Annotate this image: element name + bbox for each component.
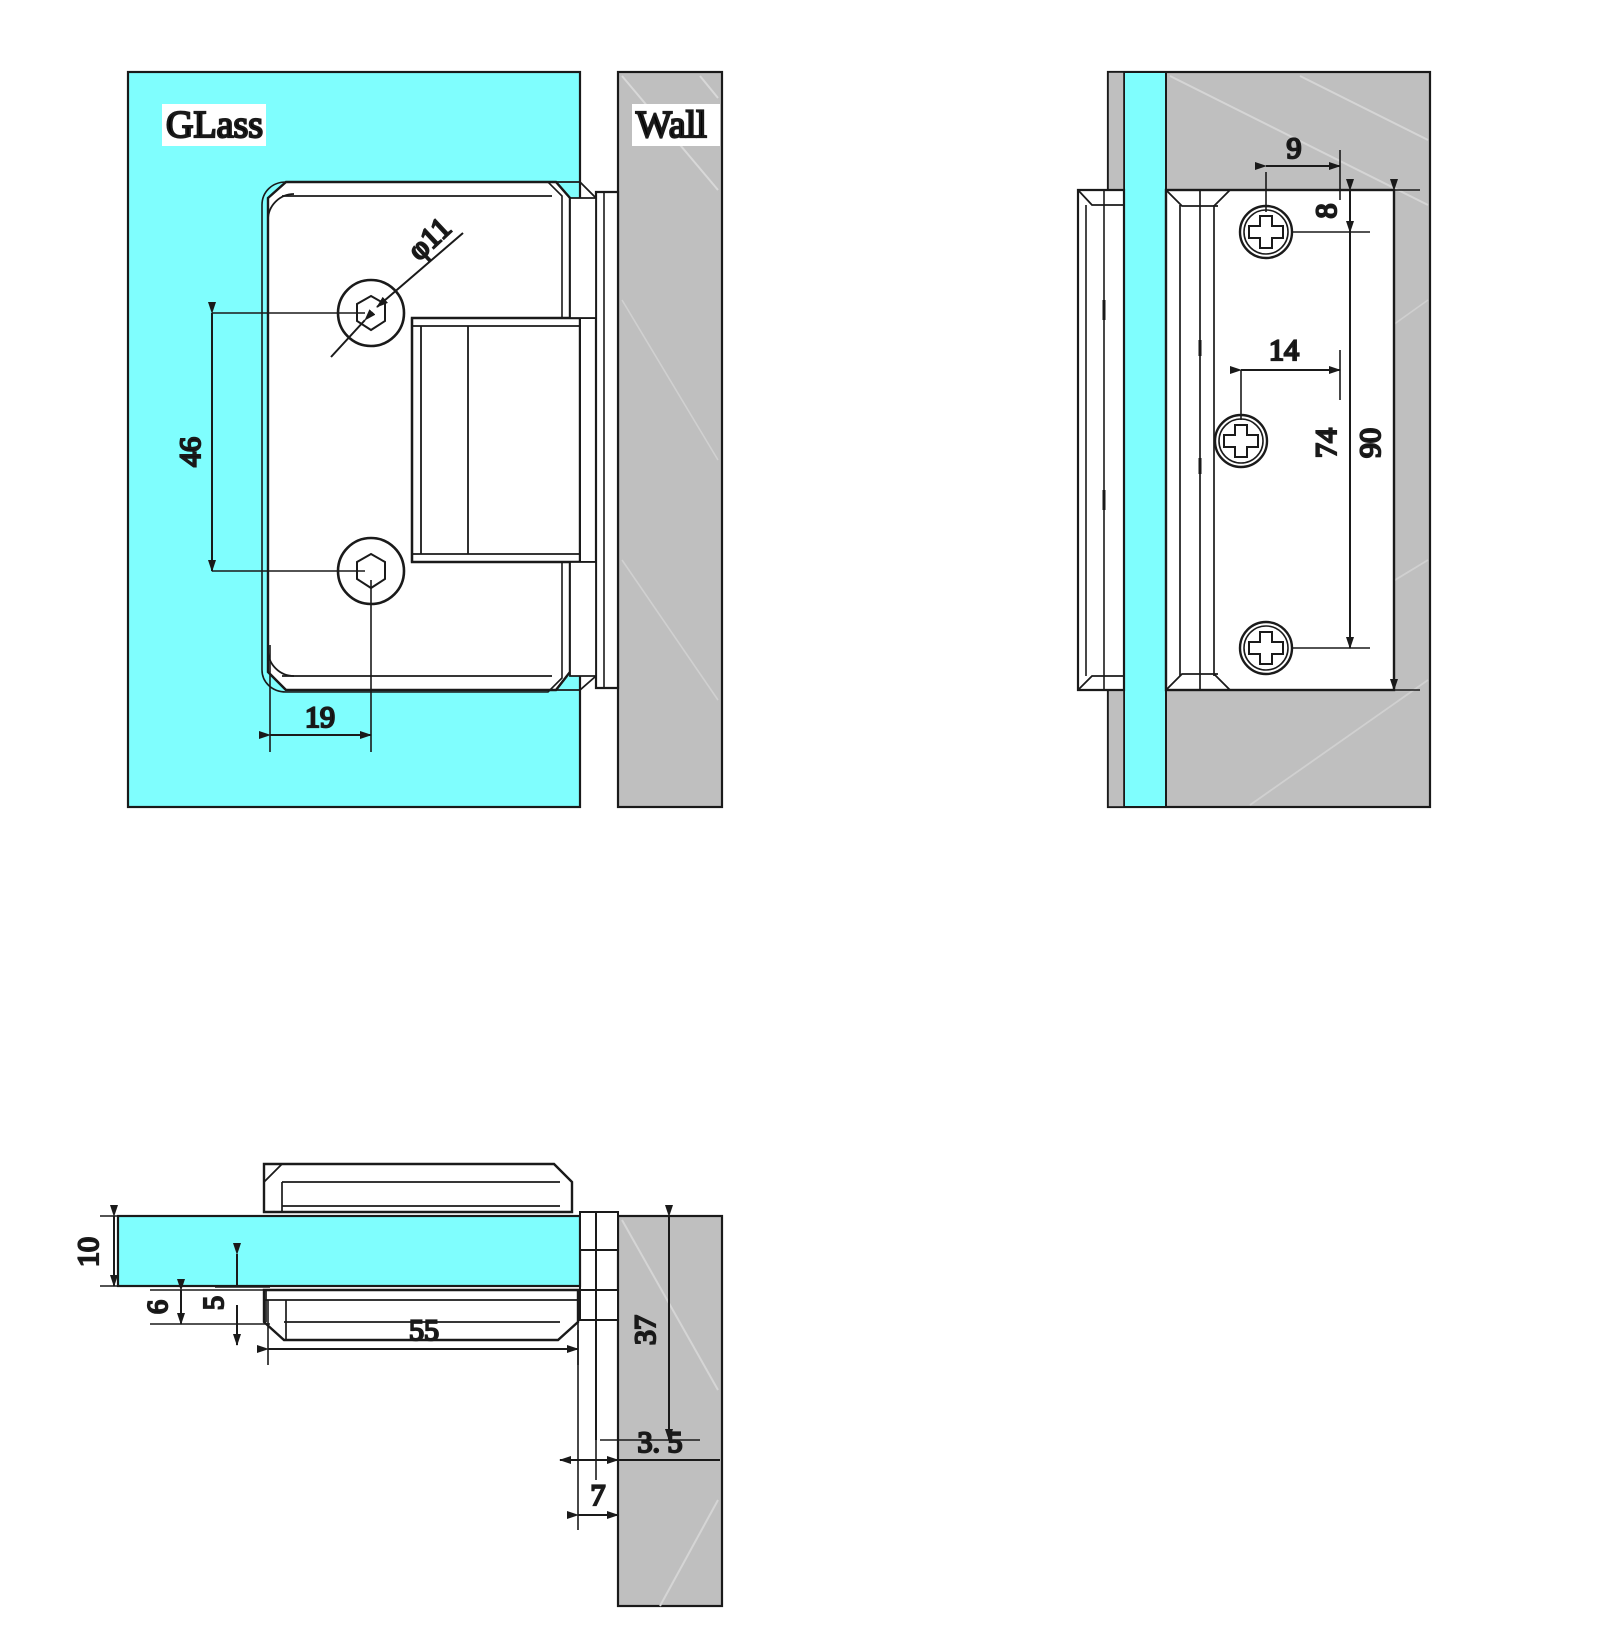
wall-block [616, 70, 724, 809]
spacer-bevels [556, 181, 597, 691]
phillips-screw-bottom [1238, 620, 1294, 676]
glass-label-text: GLass [166, 104, 263, 146]
wall-hatch-right-top [1169, 75, 1429, 206]
screw-cross-slot-middle [1223, 424, 1259, 458]
dim-37-text: 37 [629, 1315, 662, 1345]
dim-9-text: 9 [1287, 132, 1302, 165]
dim-74-text: 74 [1310, 428, 1343, 458]
hinge-plate-edge-lines [282, 195, 552, 677]
front-elevation-view: φ11 46 19 GLass Wall [126, 70, 724, 809]
hinge-top-cap-edges [282, 1181, 560, 1207]
dia-11-leader-lower [330, 309, 376, 358]
dimension-v-46: 46 [173, 302, 365, 572]
hinge-knuckle-block [410, 316, 582, 564]
hinge-plate-inner-edge [261, 181, 563, 693]
screw-cross-slot-bottom [1248, 631, 1284, 665]
wall-hatch-lines-2 [621, 299, 719, 701]
dim-14-text: 14 [1269, 334, 1299, 367]
mounting-plate-bevels [1165, 189, 1218, 691]
hinge-top-cap [262, 1162, 574, 1214]
corner-arc-tl [267, 193, 295, 221]
glass-label: GLass [162, 103, 266, 147]
mounting-plate-chamfers [1213, 189, 1231, 691]
hex-socket-screw-lower [336, 536, 406, 606]
dim-6-text: 6 [143, 1300, 174, 1314]
dim-19-text: 19 [305, 701, 335, 734]
corner-arc-bl [267, 649, 295, 677]
wall-label-text: Wall [636, 104, 707, 146]
glass-edge-strip [1123, 71, 1167, 808]
dimension-h-14: 14 [1230, 333, 1341, 420]
dim-8-text: 8 [1310, 204, 1343, 219]
hinge-knuckle-edges [412, 325, 580, 555]
dimension-v-5: 5 [198, 1243, 270, 1346]
dimension-h-3-5: 3. 5 [559, 1400, 720, 1480]
spacer-upper [569, 197, 597, 319]
dim-5-text: 5 [199, 1296, 230, 1310]
screw-cross-slot-top [1248, 215, 1284, 249]
dim-35-text: 3. 5 [638, 1426, 683, 1459]
hinge-neck-lower-plan [579, 1289, 619, 1321]
dim-46-text: 46 [174, 437, 207, 467]
hinge-knuckle-ribs [420, 326, 469, 554]
glass-label-bg [162, 104, 266, 146]
dimension-v-10: 10 [71, 1205, 180, 1287]
dimension-v-90: 90 [1300, 179, 1420, 691]
phillips-screw-middle [1213, 413, 1269, 469]
hinge-body-left-bevels [1077, 189, 1124, 691]
dim-7-text: 7 [591, 1479, 606, 1512]
hinge-body-left-profile [1076, 188, 1126, 692]
hinge-plate-corner-bevels [267, 181, 571, 691]
hinge-wall-bracket-neck [579, 317, 597, 563]
glass-panel-plan [116, 1214, 582, 1288]
dimension-h-19: 19 [259, 580, 372, 752]
dim-10-text: 10 [72, 1237, 105, 1267]
spacer-lower [569, 561, 597, 677]
wall-label-bg [632, 104, 720, 146]
dimension-h-55: 55 [257, 1300, 579, 1365]
hinge-body-left-ribs [1085, 190, 1105, 690]
hinge-wall-plate [594, 190, 620, 690]
dia-11-leader-upper [376, 232, 464, 308]
dimension-h-7: 7 [567, 1330, 619, 1530]
dim-90-text: 90 [1354, 428, 1387, 458]
dimension-v-6: 6 [142, 1279, 270, 1325]
phillips-screw-top [1238, 204, 1294, 260]
hinge-bottom-plate-ribs [265, 1290, 287, 1340]
dimension-h-9: 9 [1255, 131, 1341, 212]
hinge-neck-upper-plan [579, 1211, 619, 1251]
wall-label: Wall [632, 103, 720, 147]
hinge-bottom-plate-edges [264, 1299, 578, 1323]
dimension-v-74: 74 [1292, 208, 1370, 649]
hinge-top-cap-bevels [263, 1163, 573, 1183]
plan-section-view: 10 6 5 55 37 [71, 1162, 724, 1608]
wall-plate-view: 9 8 14 74 90 [1076, 70, 1432, 809]
dim-55-text: 55 [409, 1314, 439, 1347]
dimension-v-37: 37 [600, 1205, 700, 1441]
